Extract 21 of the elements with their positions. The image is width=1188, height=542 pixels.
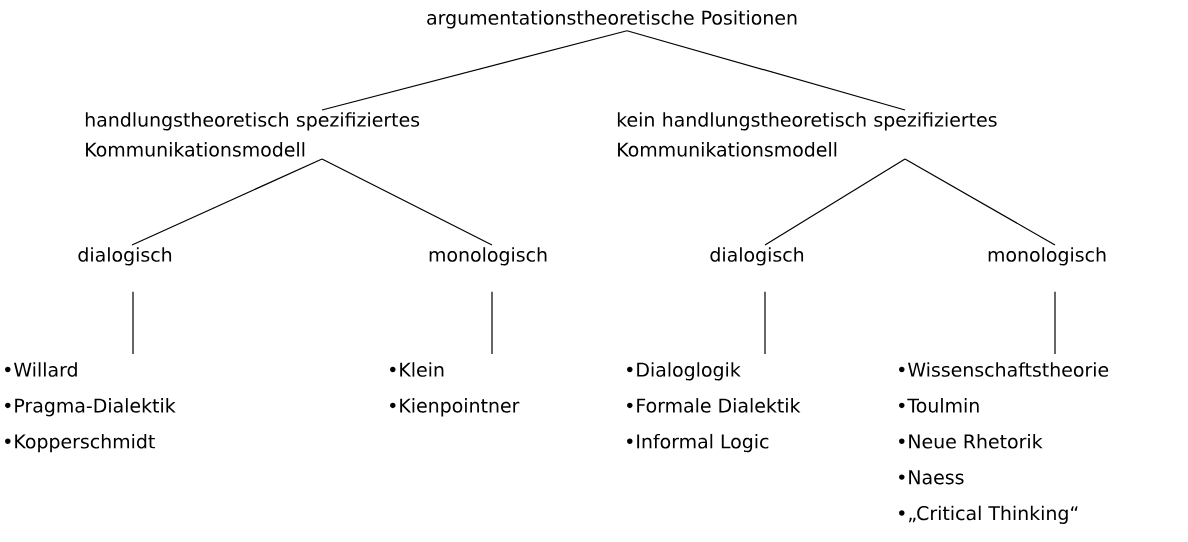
heading-text: argumentationstheoretische Positionen (427, 10, 797, 29)
connector-line (764, 291, 766, 355)
connector-line (491, 291, 493, 355)
category-text: kein handlungstheoretisch spezifiziertes Kommunikationsmodell (617, 112, 997, 157)
bullet-list: •Willard •Pragma-Dialektik •Kopperschmidt (5, 362, 176, 453)
connector-line (131, 158, 323, 246)
bullet-list: •Wissenschaftstheorie •Toulmin •Neue Rhetorik •Naess •„Critical Thinking“ (899, 362, 1109, 524)
category-text: dialogisch (78, 247, 172, 266)
bullet-list: •Klein •Kienpointner (390, 362, 520, 417)
connector-line (321, 30, 628, 111)
connector-line (764, 158, 906, 246)
connector-line (132, 291, 134, 355)
connector-line (1054, 291, 1056, 355)
connector-line (904, 158, 1056, 246)
bullet-list: •Dialoglogik •Formale Dialektik •Informal Logic (627, 362, 801, 453)
connector-line (626, 30, 906, 111)
connector-line (321, 158, 493, 246)
category-text: dialogisch (710, 247, 804, 266)
category-text: monologisch (429, 247, 547, 266)
category-text: monologisch (988, 247, 1106, 266)
category-text: handlungstheoretisch spezifiziertes Kommunikationsmodell (85, 112, 420, 157)
